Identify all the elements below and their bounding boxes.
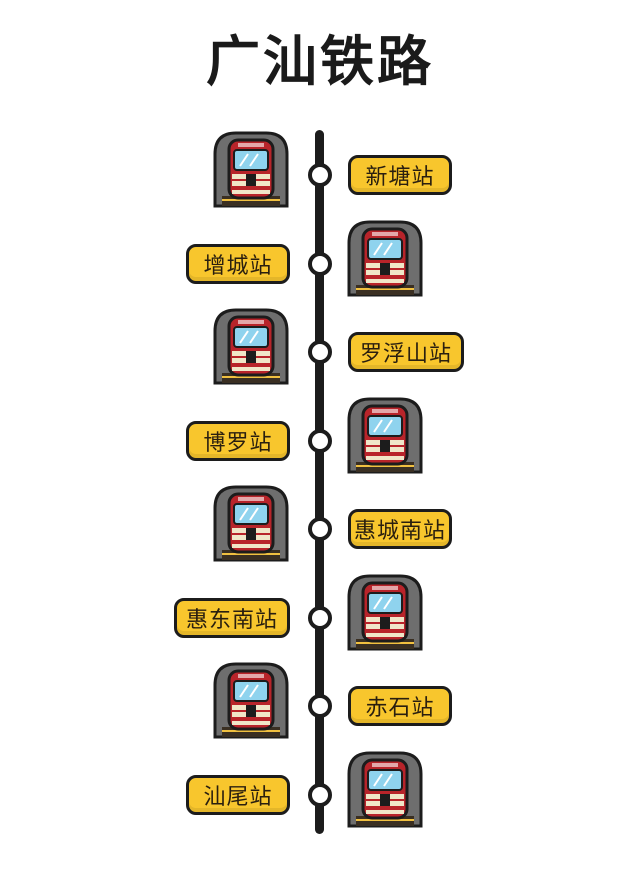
train-tunnel-icon <box>346 396 424 474</box>
station-node-icon <box>308 783 332 807</box>
station-label: 增城站 <box>186 244 290 284</box>
train-tunnel-icon <box>346 573 424 651</box>
train-tunnel-icon <box>212 130 290 208</box>
station-node-icon <box>308 606 332 630</box>
train-tunnel-icon <box>212 307 290 385</box>
station-label: 汕尾站 <box>186 775 290 815</box>
page-title: 广汕铁路 <box>206 30 434 93</box>
station-node-icon <box>308 429 332 453</box>
station-label: 惠东南站 <box>174 598 290 638</box>
train-tunnel-icon <box>212 661 290 739</box>
railway-line <box>315 130 324 834</box>
train-tunnel-icon <box>346 750 424 828</box>
station-label: 博罗站 <box>186 421 290 461</box>
station-node-icon <box>308 340 332 364</box>
station-node-icon <box>308 694 332 718</box>
station-label: 新塘站 <box>348 155 452 195</box>
train-tunnel-icon <box>346 219 424 297</box>
station-label: 赤石站 <box>348 686 452 726</box>
station-node-icon <box>308 163 332 187</box>
train-tunnel-icon <box>212 484 290 562</box>
station-node-icon <box>308 517 332 541</box>
station-label: 惠城南站 <box>348 509 452 549</box>
station-node-icon <box>308 252 332 276</box>
station-label: 罗浮山站 <box>348 332 464 372</box>
